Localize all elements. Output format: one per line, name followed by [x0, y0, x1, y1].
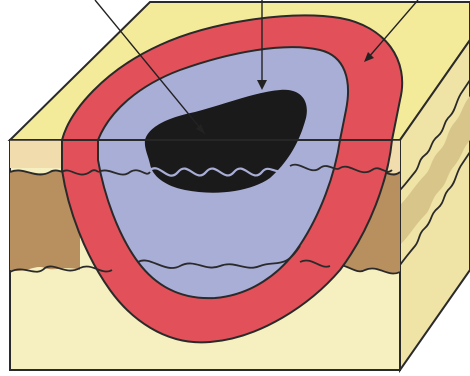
- block-diagram: [0, 0, 470, 376]
- block-diagram-svg: [0, 0, 470, 376]
